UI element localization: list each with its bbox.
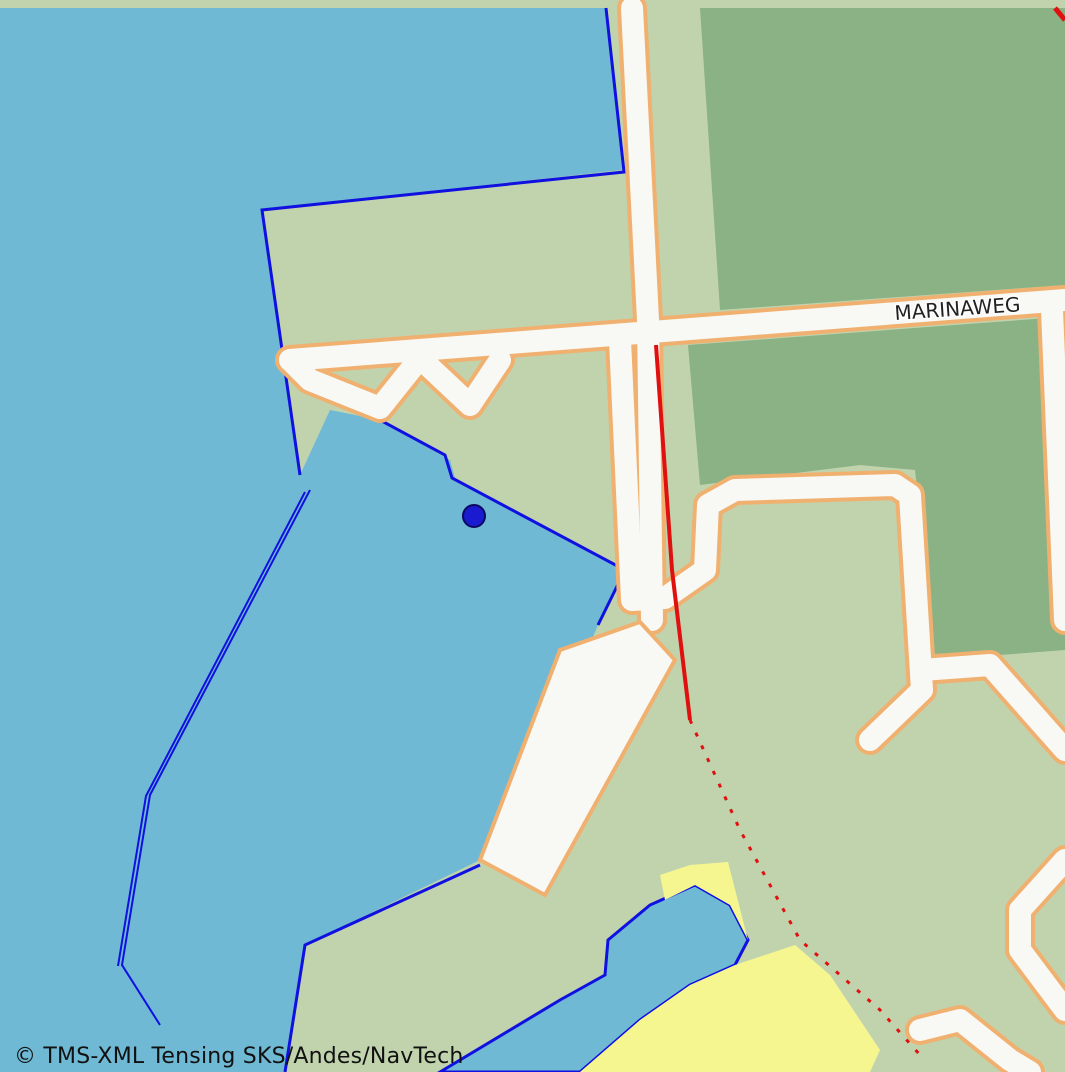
map-copyright: © TMS-XML Tensing SKS/Andes/NavTech [14, 1044, 464, 1069]
water-body [0, 8, 625, 1072]
quay-platform [477, 619, 678, 898]
railway-line [654, 344, 922, 1056]
harbour-edge-east [379, 418, 627, 626]
location-marker-icon[interactable] [462, 504, 486, 528]
pier-outline-inner [117, 491, 306, 967]
beach-area [580, 862, 880, 1072]
forest-area-east [688, 318, 1065, 655]
forest-area-north [700, 8, 1065, 310]
road-network [275, 0, 1065, 1072]
harbour-edge-south [283, 863, 481, 1072]
pier-outline-west [120, 489, 311, 1026]
harbour-outline [260, 7, 626, 476]
railway-corner [1053, 6, 1065, 22]
